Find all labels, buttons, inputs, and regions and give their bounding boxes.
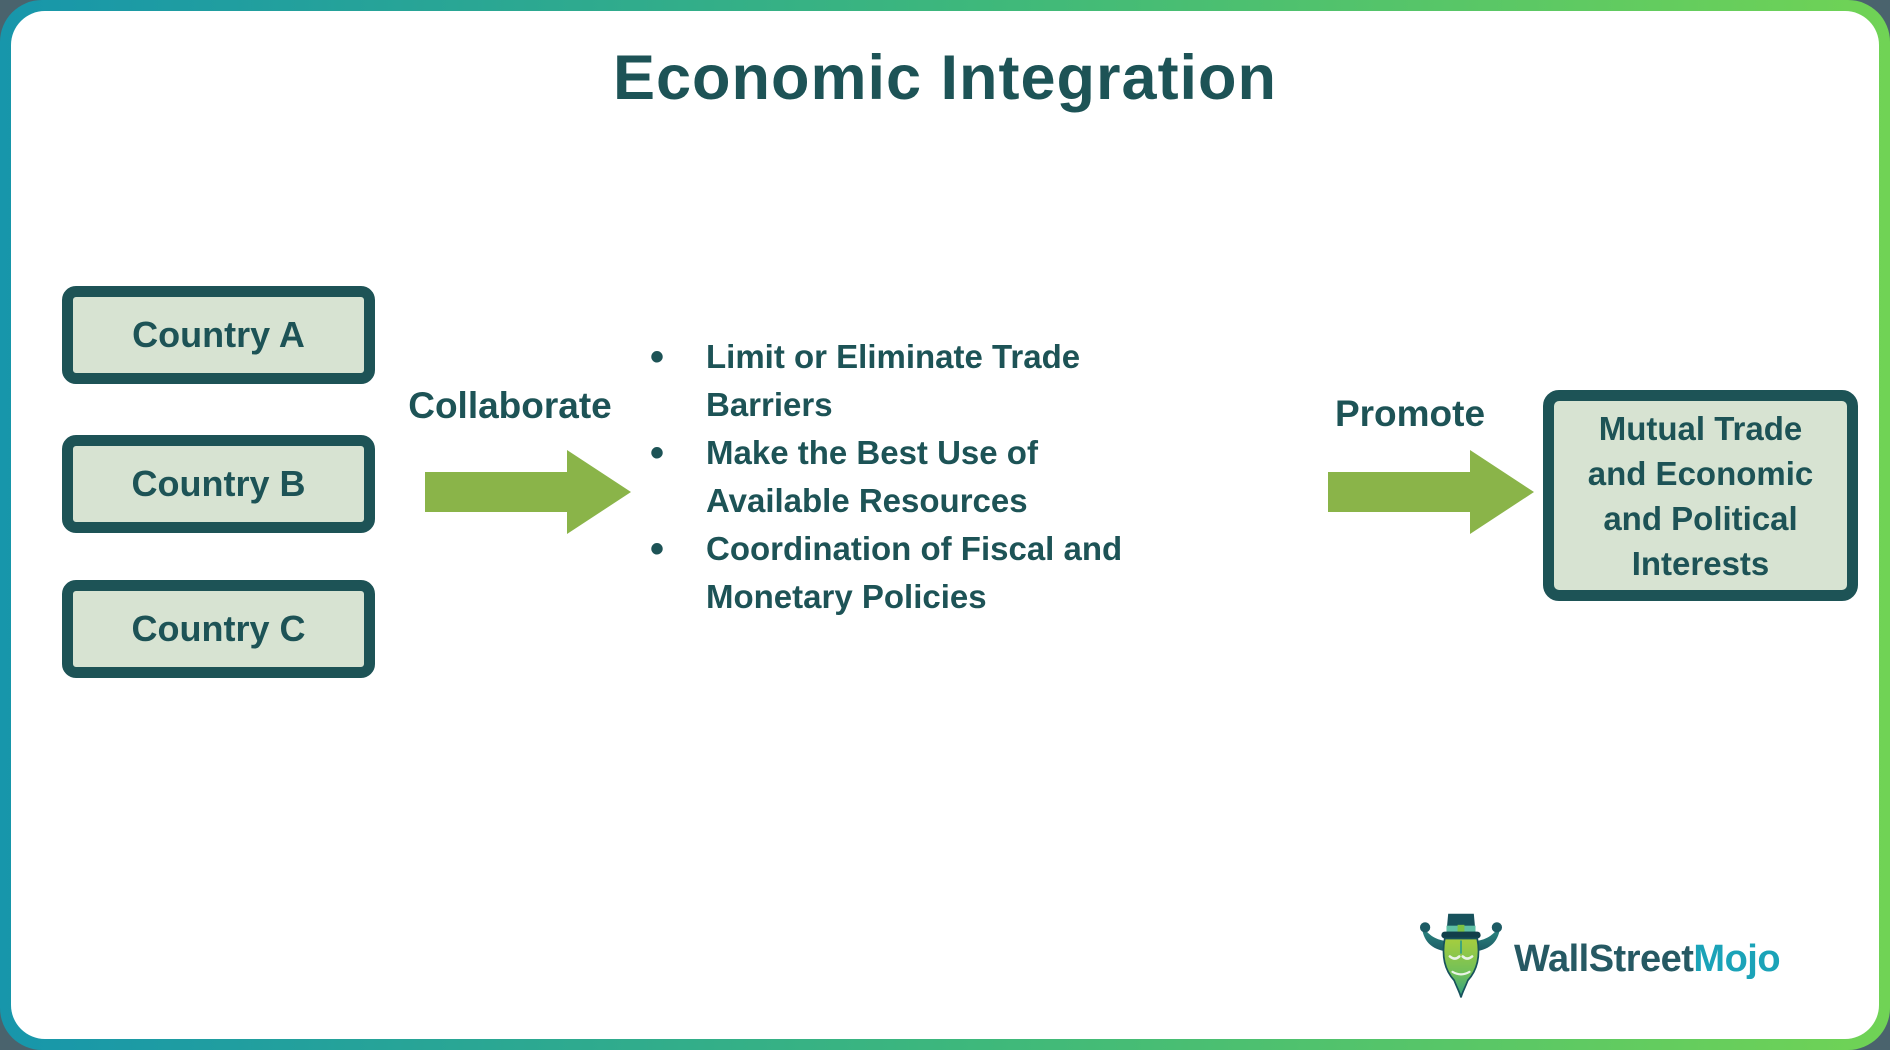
wordmark-wallstreet: WallStreet — [1514, 937, 1694, 980]
benefit-item: Coordination of Fiscal and Monetary Poli… — [648, 525, 1148, 621]
benefit-item: Limit or Eliminate Trade Barriers — [648, 333, 1148, 429]
country-a-label: Country A — [132, 314, 305, 355]
collaborate-arrow-icon — [425, 450, 631, 534]
wallstreetmojo-logo: WallStreetMojo — [1418, 912, 1781, 1006]
wallstreetmojo-wordmark: WallStreetMojo — [1514, 937, 1781, 981]
wallstreetmojo-bull-icon — [1419, 913, 1503, 998]
country-a-box: Country A — [62, 286, 375, 384]
wordmark-mojo: Mojo — [1693, 937, 1781, 980]
collaborate-label: Collaborate — [408, 385, 612, 426]
outcome-label: Mutual Trade and Economic and Political … — [1587, 409, 1814, 582]
country-b-label: Country B — [131, 463, 306, 504]
page-title: Economic Integration — [612, 43, 1278, 113]
benefit-item: Make the Best Use of Available Resources — [648, 429, 1148, 525]
country-b-box: Country B — [62, 435, 375, 533]
country-c-box: Country C — [62, 580, 375, 678]
promote-label: Promote — [1334, 393, 1486, 434]
promote-arrow-icon — [1328, 450, 1534, 534]
country-c-label: Country C — [131, 608, 306, 649]
benefits-list: Limit or Eliminate Trade Barriers Make t… — [648, 333, 1148, 621]
outcome-box: Mutual Trade and Economic and Political … — [1543, 390, 1858, 601]
